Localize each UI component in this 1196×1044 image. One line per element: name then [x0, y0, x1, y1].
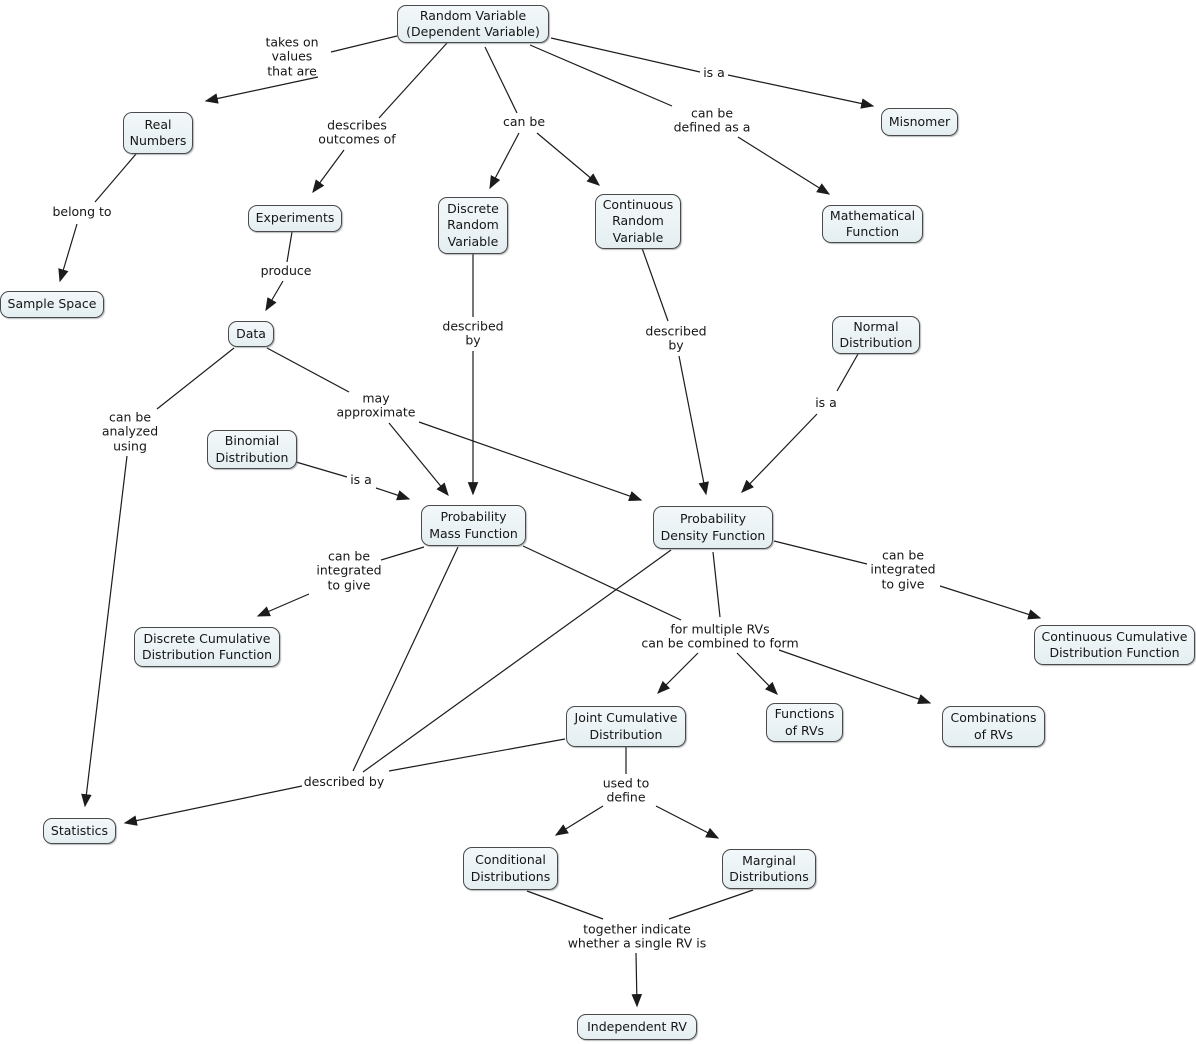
node-experiments[interactable]: Experiments [248, 205, 342, 232]
edge-label-can-be[interactable]: can be [502, 113, 546, 129]
edge-described-by-continuous [641, 247, 709, 496]
edge-label-used-to-define[interactable]: used to define [602, 775, 650, 805]
node-discrete-random-variable[interactable]: Discrete Random Variable [438, 197, 508, 254]
edge-label-may-approximate[interactable]: may approximate [336, 390, 416, 420]
edge-label-describes-outcomes[interactable]: describes outcomes of [318, 117, 396, 147]
node-combinations-of-rvs[interactable]: Combinations of RVs [942, 706, 1045, 747]
edge-label-together-indicate[interactable]: together indicate whether a single RV is [567, 921, 707, 951]
node-random-variable[interactable]: Random Variable (Dependent Variable) [397, 5, 549, 43]
edge-label-takes-on[interactable]: takes on values that are [265, 34, 319, 79]
node-sample-space[interactable]: Sample Space [0, 291, 104, 318]
edge-can-be [484, 46, 601, 190]
edge-label-belong-to[interactable]: belong to [52, 203, 112, 219]
node-real-numbers[interactable]: Real Numbers [123, 112, 193, 154]
node-discrete-cumulative-distribution-function[interactable]: Discrete Cumulative Distribution Functio… [134, 627, 280, 667]
edge-label-is-a-misnomer[interactable]: is a [703, 64, 725, 80]
edge-used-to-define [554, 747, 720, 839]
edge-label-described-by-discrete[interactable]: described by [442, 318, 504, 348]
node-continuous-random-variable[interactable]: Continuous Random Variable [595, 194, 681, 249]
node-independent-rv[interactable]: Independent RV [577, 1014, 697, 1040]
node-conditional-distributions[interactable]: Conditional Distributions [463, 847, 558, 890]
edge-label-is-a-binomial[interactable]: is a [350, 471, 372, 487]
node-statistics[interactable]: Statistics [43, 818, 116, 844]
edge-describes-outcomes [312, 42, 448, 194]
node-normal-distribution[interactable]: Normal Distribution [832, 316, 920, 354]
edge-is-a-binomial [295, 461, 411, 501]
edge-label-can-be-defined-as-a[interactable]: can be defined as a [673, 105, 751, 135]
node-data[interactable]: Data [228, 321, 274, 347]
edge-described-by-statistics [123, 546, 672, 826]
edge-together-indicate [526, 889, 754, 1008]
edge-is-a-misnomer [550, 37, 875, 109]
node-misnomer[interactable]: Misnomer [881, 108, 958, 136]
edge-can-be-analyzed-using [81, 347, 235, 808]
node-binomial-distribution[interactable]: Binomial Distribution [207, 430, 297, 469]
node-marginal-distributions[interactable]: Marginal Distributions [722, 849, 816, 889]
edge-may-approximate [266, 347, 643, 502]
node-joint-cumulative-distribution[interactable]: Joint Cumulative Distribution [566, 706, 686, 747]
edge-label-can-be-analyzed-using[interactable]: can be analyzed using [101, 409, 159, 454]
edge-label-is-a-normal[interactable]: is a [815, 394, 837, 410]
edge-produce [265, 231, 293, 312]
edge-for-multiple-rvs [522, 545, 932, 705]
edge-label-integrated-to-give-right[interactable]: can be integrated to give [870, 547, 936, 592]
edge-integrated-to-give-left [256, 546, 425, 617]
node-probability-mass-function[interactable]: Probability Mass Function [421, 505, 526, 546]
edge-label-described-by-statistics[interactable]: described by [303, 773, 385, 789]
edge-can-be-defined-as-a [529, 44, 831, 195]
node-mathematical-function[interactable]: Mathematical Function [822, 205, 923, 243]
edge-label-described-by-continuous[interactable]: described by [645, 323, 707, 353]
node-functions-of-rvs[interactable]: Functions of RVs [766, 703, 843, 742]
node-probability-density-function[interactable]: Probability Density Function [653, 506, 773, 549]
edge-label-produce[interactable]: produce [260, 262, 312, 278]
edge-label-for-multiple-rvs[interactable]: for multiple RVs can be combined to form [641, 621, 799, 651]
edge-is-a-normal [741, 353, 859, 493]
edge-label-integrated-to-give-left[interactable]: can be integrated to give [316, 548, 382, 593]
edge-integrated-to-give-right [773, 540, 1042, 620]
edge-belong-to [58, 153, 137, 283]
edge-takes-on [204, 35, 398, 104]
node-continuous-cumulative-distribution-function[interactable]: Continuous Cumulative Distribution Funct… [1034, 625, 1195, 665]
